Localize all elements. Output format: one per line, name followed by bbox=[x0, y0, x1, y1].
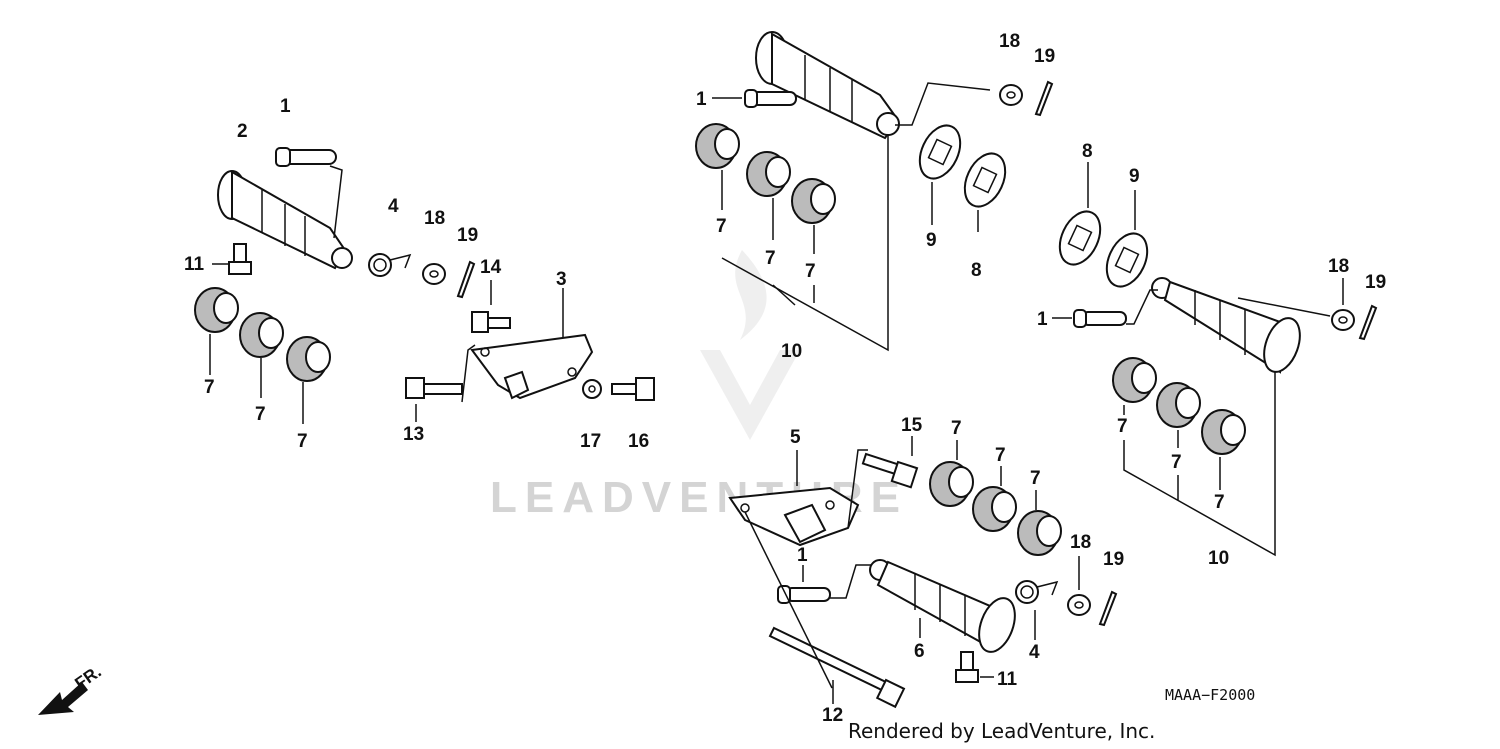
callout-4: 4 bbox=[388, 196, 399, 217]
spring-bottom bbox=[1015, 580, 1059, 604]
callout-7: 7 bbox=[297, 431, 308, 452]
washer-17 bbox=[582, 379, 602, 399]
callout-13: 13 bbox=[403, 424, 424, 445]
callout-17: 17 bbox=[580, 431, 601, 452]
callout-7: 7 bbox=[1214, 492, 1225, 513]
callout-7: 7 bbox=[1171, 452, 1182, 473]
footpeg-right bbox=[1151, 277, 1301, 374]
callout-1: 1 bbox=[696, 89, 707, 110]
washer-bottom bbox=[1067, 594, 1091, 616]
bushings-left bbox=[194, 287, 331, 382]
callout-10: 10 bbox=[1208, 548, 1229, 569]
callout-18: 18 bbox=[1328, 256, 1349, 277]
footpeg-bottom bbox=[869, 559, 1016, 653]
callout-2: 2 bbox=[237, 121, 248, 142]
callout-1: 1 bbox=[797, 545, 808, 566]
front-direction-arrow bbox=[38, 682, 88, 715]
pin-right bbox=[1073, 309, 1127, 328]
callout-19: 19 bbox=[1034, 46, 1055, 67]
callout-16: 16 bbox=[628, 431, 649, 452]
cotter-pin-left bbox=[456, 260, 476, 299]
callout-7: 7 bbox=[995, 445, 1006, 466]
callout-5: 5 bbox=[790, 427, 801, 448]
callout-10: 10 bbox=[781, 341, 802, 362]
callout-8: 8 bbox=[971, 260, 982, 281]
callout-14: 14 bbox=[480, 257, 502, 278]
pin-bottom bbox=[777, 585, 831, 604]
cotter-pin-bottom bbox=[1098, 590, 1118, 627]
footpeg-left bbox=[217, 170, 353, 270]
callout-9: 9 bbox=[1129, 166, 1140, 187]
callout-7: 7 bbox=[255, 404, 266, 425]
callout-8: 8 bbox=[1082, 141, 1093, 162]
washer-right bbox=[1331, 309, 1355, 331]
cotter-pin-right bbox=[1358, 304, 1378, 341]
callout-9: 9 bbox=[926, 230, 937, 251]
callout-4: 4 bbox=[1029, 642, 1040, 663]
callout-1: 1 bbox=[1037, 309, 1048, 330]
callout-18: 18 bbox=[1070, 532, 1091, 553]
callout-19: 19 bbox=[457, 225, 478, 246]
bolt-14 bbox=[471, 311, 511, 333]
credit-text: Rendered by LeadVenture, Inc. bbox=[848, 719, 1155, 743]
callout-3: 3 bbox=[556, 269, 567, 290]
diagram-code: MAAA−F2000 bbox=[1165, 686, 1255, 704]
callout-19: 19 bbox=[1365, 272, 1386, 293]
long-bolt-12 bbox=[768, 626, 906, 709]
bolt-16 bbox=[611, 377, 655, 401]
callout-12: 12 bbox=[822, 705, 843, 726]
callout-7: 7 bbox=[716, 216, 727, 237]
callout-6: 6 bbox=[914, 641, 925, 662]
callout-7: 7 bbox=[951, 418, 962, 439]
bracket-left bbox=[470, 333, 594, 400]
callout-19: 19 bbox=[1103, 549, 1124, 570]
plates-right bbox=[1058, 210, 1149, 288]
pin-top bbox=[744, 89, 797, 108]
footpeg-top bbox=[755, 31, 900, 140]
bolt-13 bbox=[405, 377, 463, 399]
callout-18: 18 bbox=[424, 208, 445, 229]
stud-bottom bbox=[955, 651, 979, 683]
watermark-logo bbox=[700, 250, 800, 440]
spring-left bbox=[368, 253, 412, 277]
bushings-bottom bbox=[929, 461, 1062, 556]
callout-7: 7 bbox=[765, 248, 776, 269]
bolt-15 bbox=[861, 452, 919, 489]
callout-11: 11 bbox=[997, 669, 1018, 690]
callout-7: 7 bbox=[805, 261, 816, 282]
bracket-bottom bbox=[728, 486, 860, 547]
cotter-pin-top bbox=[1034, 80, 1054, 117]
plates-top bbox=[918, 124, 1007, 208]
callout-15: 15 bbox=[901, 415, 923, 436]
callout-18: 18 bbox=[999, 31, 1020, 52]
bushings-top bbox=[695, 123, 836, 224]
callout-11: 11 bbox=[184, 254, 205, 275]
washer-top bbox=[999, 84, 1023, 106]
washer-left bbox=[422, 263, 446, 285]
callout-7: 7 bbox=[1117, 416, 1128, 437]
stud-left bbox=[228, 243, 252, 275]
pin-left bbox=[275, 147, 337, 167]
bushings-right bbox=[1112, 357, 1246, 455]
callout-1: 1 bbox=[280, 96, 291, 117]
callout-7: 7 bbox=[204, 377, 215, 398]
callout-7: 7 bbox=[1030, 468, 1041, 489]
